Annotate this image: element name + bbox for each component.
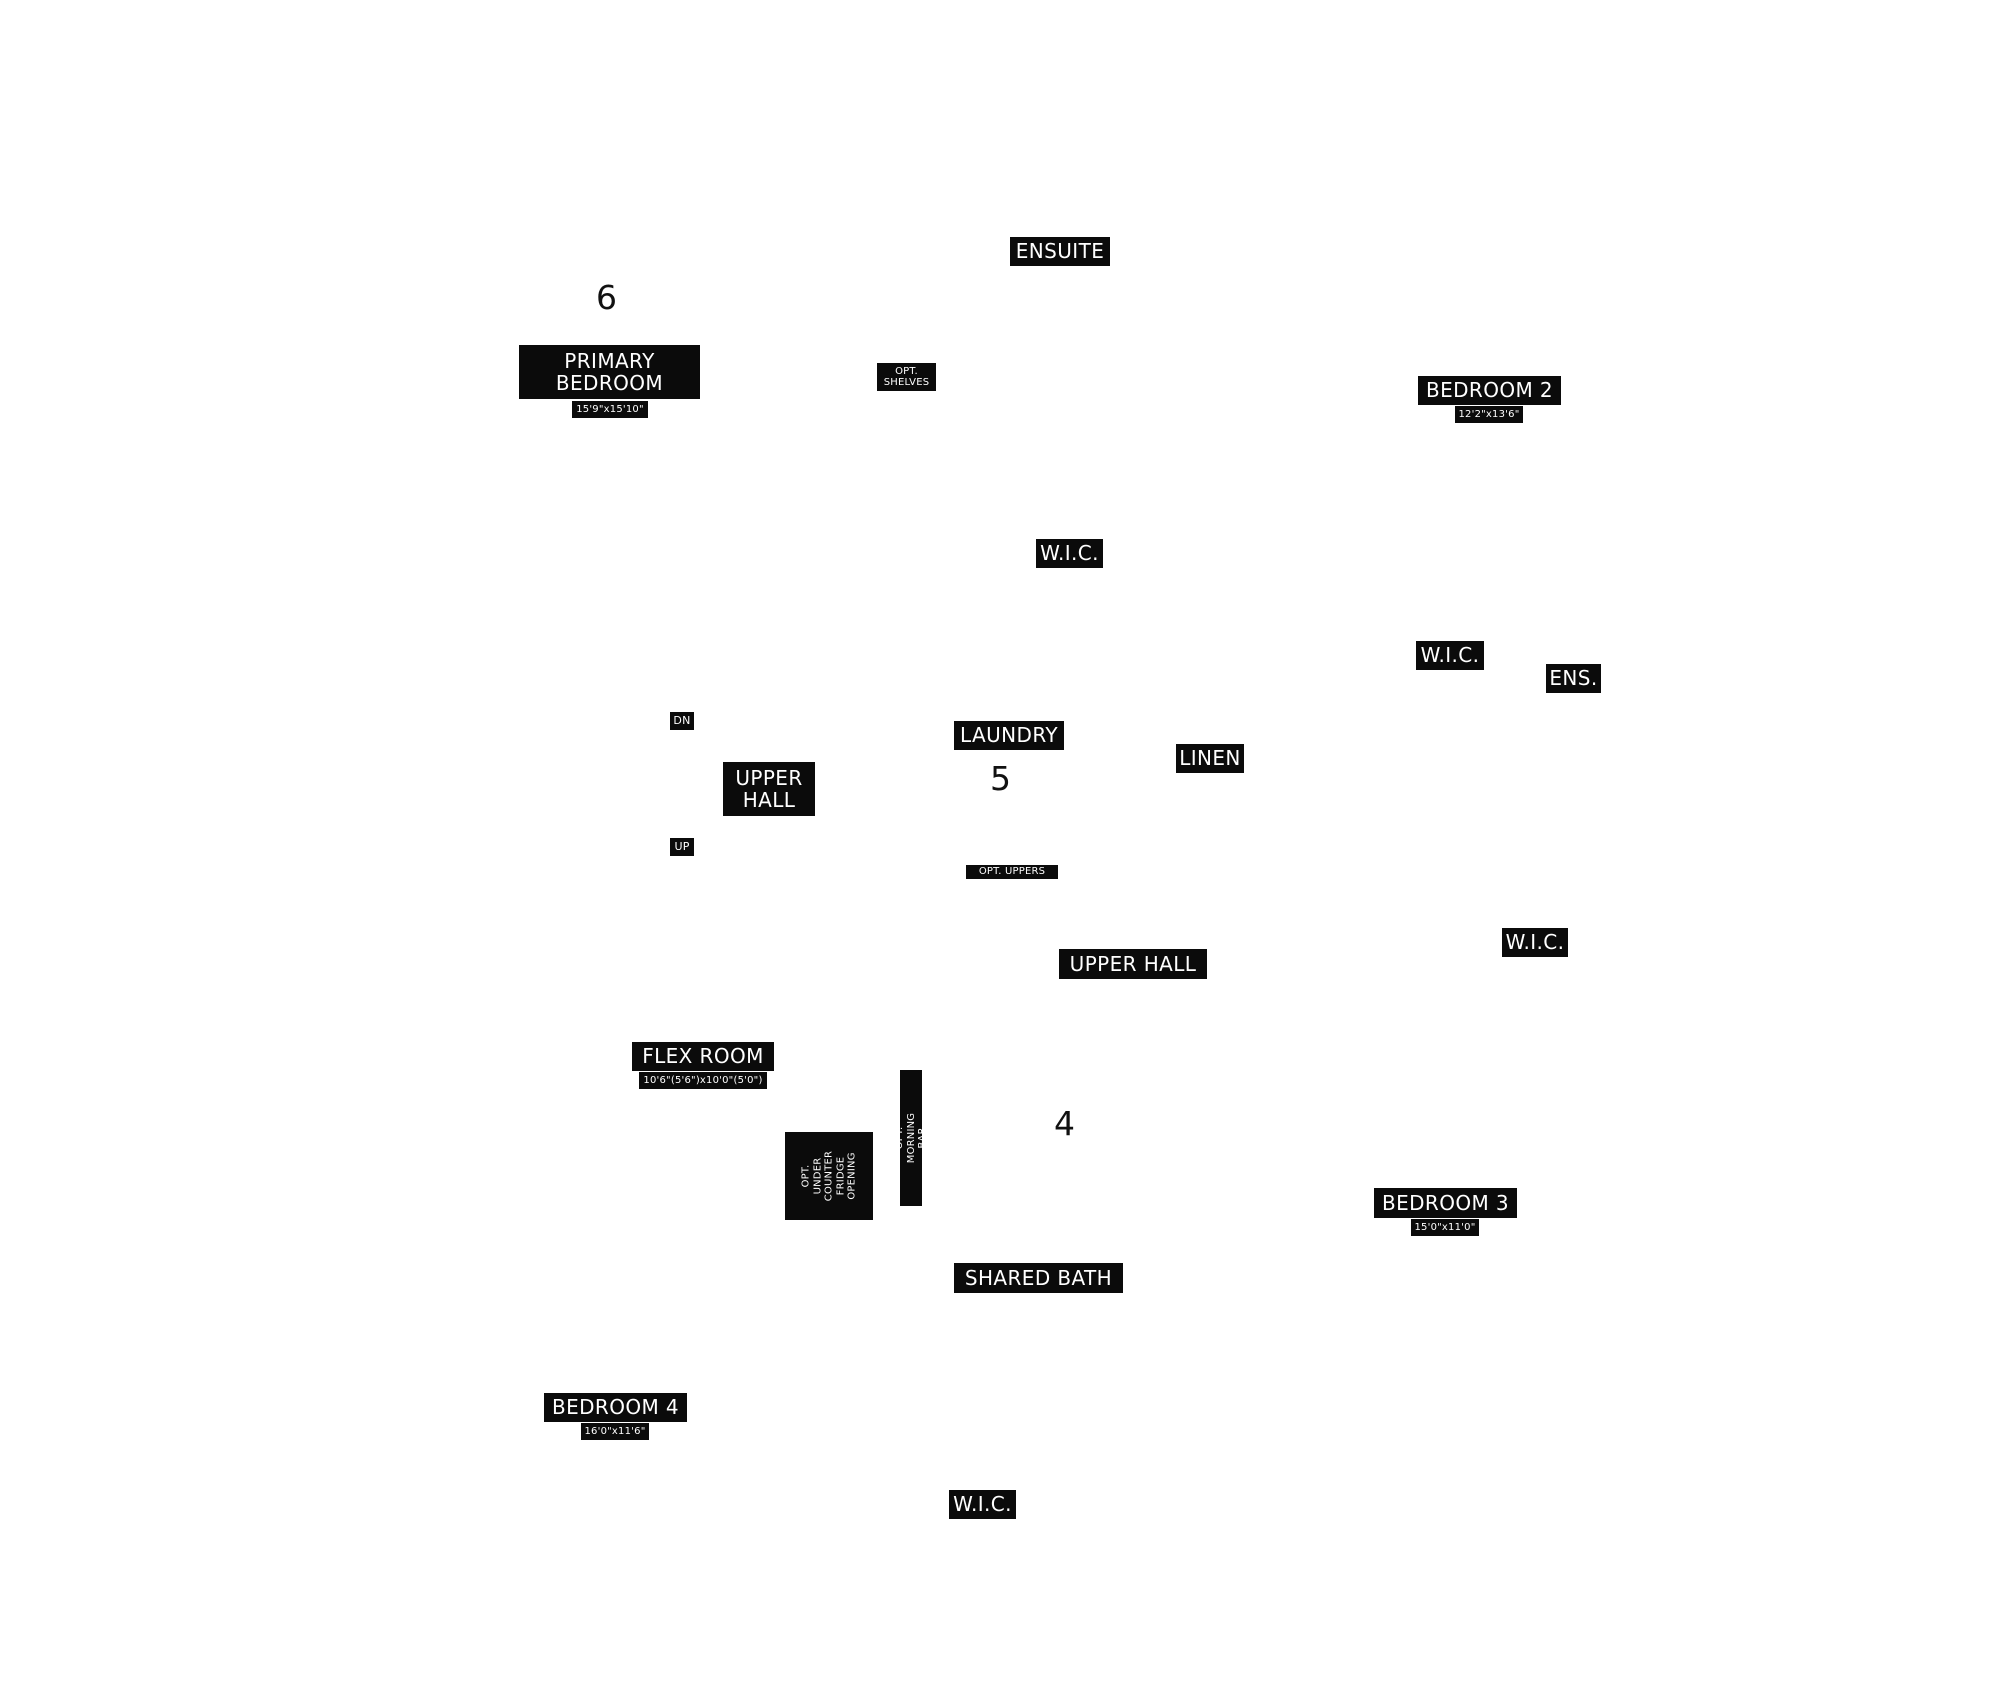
room-dimension-bedroom-4: 16'0"x11'6"	[581, 1423, 649, 1440]
note-opt-uppers: OPT. UPPERS	[966, 865, 1058, 879]
note-opt-shelves: OPT. SHELVES	[877, 363, 936, 391]
level-number-5: 5	[990, 759, 1011, 798]
room-dimension-bedroom-3: 15'0"x11'0"	[1411, 1219, 1479, 1236]
stair-label-dn: DN	[670, 712, 694, 730]
room-label-flex-room: FLEX ROOM	[632, 1042, 774, 1071]
room-label-wic-bedroom-4: W.I.C.	[949, 1490, 1016, 1519]
stair-label-up: UP	[670, 838, 694, 856]
room-label-upper-hall-stacked: UPPER HALL	[723, 762, 815, 816]
room-label-upper-hall: UPPER HALL	[1059, 949, 1207, 979]
level-number-4: 4	[1054, 1104, 1075, 1143]
room-label-shared-bath: SHARED BATH	[954, 1263, 1123, 1293]
room-label-laundry: LAUNDRY	[954, 721, 1064, 750]
room-dimension-flex-room: 10'6"(5'6")x10'0"(5'0")	[639, 1072, 767, 1089]
level-number-6: 6	[596, 278, 617, 317]
note-opt-morning-bar-text: OPT. MORNING BAR	[893, 1112, 928, 1164]
room-label-wic-primary: W.I.C.	[1036, 539, 1103, 568]
note-opt-under-counter-fridge-text: OPT. UNDER COUNTER FRIDGE OPENING	[800, 1150, 858, 1202]
room-label-ensuite: ENSUITE	[1010, 237, 1110, 266]
note-opt-under-counter-fridge: OPT. UNDER COUNTER FRIDGE OPENING	[785, 1132, 873, 1220]
room-label-wic-bedroom-3: W.I.C.	[1502, 928, 1568, 957]
room-dimension-bedroom-2: 12'2"x13'6"	[1455, 406, 1523, 423]
room-label-ens: ENS.	[1546, 664, 1601, 693]
room-label-bedroom-2: BEDROOM 2	[1418, 376, 1561, 405]
room-dimension-primary-bedroom: 15'9"x15'10"	[572, 401, 648, 418]
room-label-primary-bedroom: PRIMARY BEDROOM	[519, 345, 700, 399]
room-label-bedroom-4: BEDROOM 4	[544, 1393, 687, 1422]
room-label-wic-bedroom-2: W.I.C.	[1416, 641, 1484, 670]
room-label-bedroom-3: BEDROOM 3	[1374, 1188, 1517, 1218]
room-label-linen: LINEN	[1176, 744, 1244, 773]
note-opt-morning-bar: OPT. MORNING BAR	[894, 1070, 928, 1206]
